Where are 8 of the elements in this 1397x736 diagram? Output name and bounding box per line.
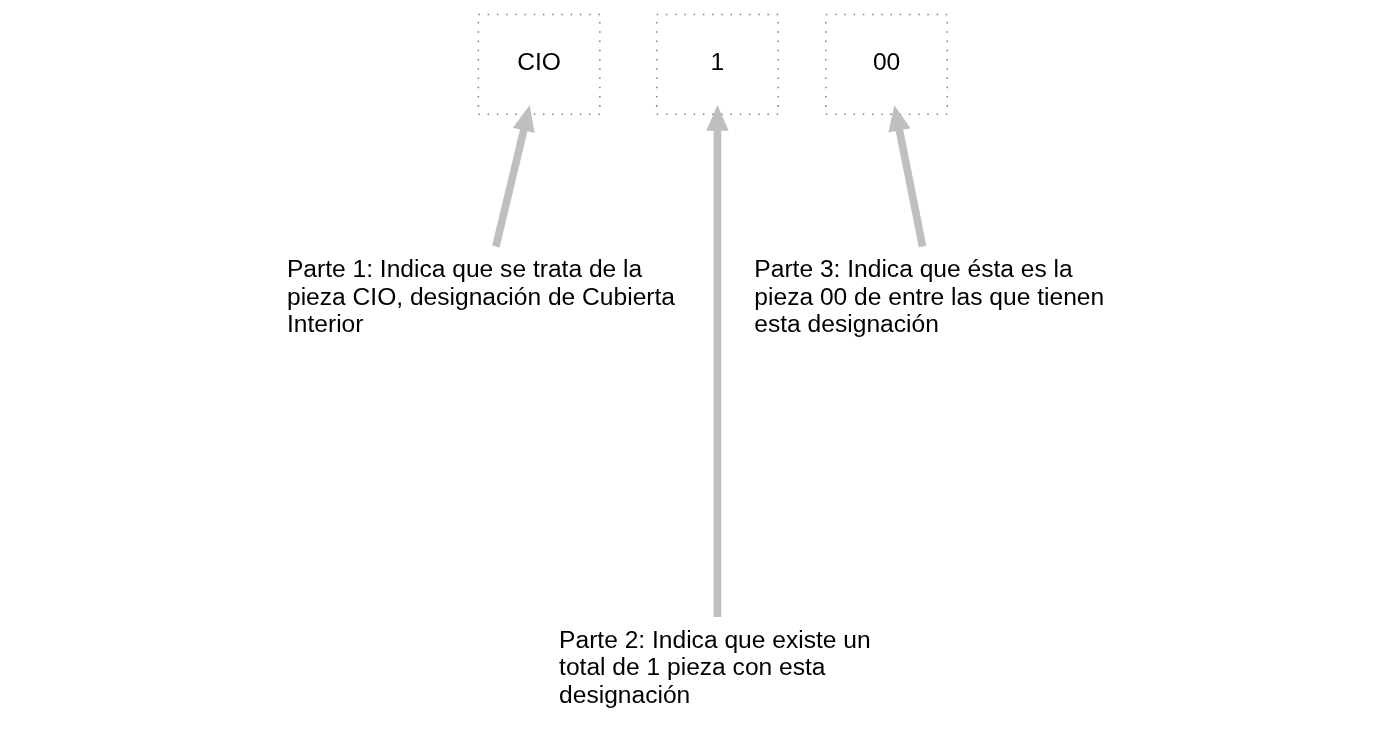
node-box: 1 (655, 13, 779, 116)
arrow (887, 105, 926, 248)
arrow (491, 105, 535, 248)
node-box: 00 (824, 13, 948, 116)
node-box: CIO (477, 13, 601, 116)
node-text: Parte 1: Indica que se trata de la pieza CIO, designación de Cubierta Interior (286, 254, 675, 338)
node-text: Parte 3: Indica que ésta es la pieza 00 de entre las que tienen esta designación (753, 254, 1104, 338)
node-text: Parte 2: Indica que existe un total de 1 pieza con esta designación (558, 625, 871, 708)
